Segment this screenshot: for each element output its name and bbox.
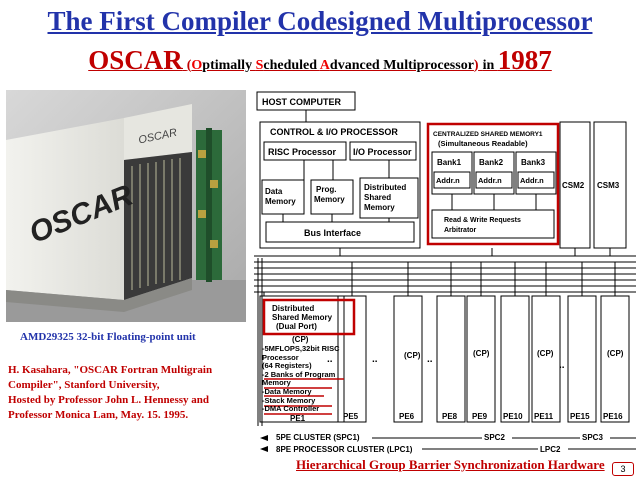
addr-label: Addr.n bbox=[478, 176, 502, 185]
addr-label: Addr.n bbox=[520, 176, 544, 185]
risc-processor-label: RISC Processor bbox=[268, 147, 337, 157]
distributed-shared-memory-label: Memory bbox=[364, 203, 395, 212]
pe-spec-line: -DMA Controller bbox=[262, 404, 319, 413]
pe1-box bbox=[259, 295, 345, 423]
pe5-box bbox=[337, 295, 367, 423]
rw-arbitrator-label: Arbitrator bbox=[444, 227, 477, 234]
prog-memory-label: Prog. bbox=[316, 185, 336, 194]
cp-label: (CP) bbox=[473, 349, 490, 358]
control-io-processor-label: CONTROL & I/O PROCESSOR bbox=[270, 127, 398, 137]
reference-line: Hosted by Professor John L. Hennessy and bbox=[8, 394, 209, 406]
pe1-label: PE1 bbox=[290, 414, 306, 423]
centralized-shared-memory-highlight bbox=[426, 122, 560, 246]
pe8-box bbox=[436, 295, 466, 423]
subtitle-year: 1987 bbox=[497, 45, 552, 75]
pe-spec-line: -2 Banks of Program bbox=[262, 370, 336, 379]
ellipsis-dots: .. bbox=[427, 354, 433, 365]
reference-line: Compiler", Stanford University, bbox=[8, 379, 160, 391]
spc2-label: SPC2 bbox=[484, 433, 505, 442]
pe9-box bbox=[466, 295, 496, 423]
rw-arbitrator-box bbox=[431, 209, 555, 239]
spc1-label: 5PE CLUSTER (SPC1) bbox=[276, 433, 360, 442]
photo-caption: AMD29325 32-bit Floating-point unit bbox=[20, 331, 196, 343]
host-computer-label: HOST COMPUTER bbox=[262, 97, 342, 107]
pe-dsm-label: Shared Memory bbox=[272, 313, 333, 322]
reference-line: H. Kasahara, "OSCAR Fortran Multigrain bbox=[8, 364, 213, 376]
bank1-label: Bank1 bbox=[437, 158, 462, 167]
slide-title: The First Compiler Codesigned Multiproce… bbox=[47, 6, 593, 36]
oscar-architecture-diagram: HOST COMPUTER CONTROL & I/O PROCESSOR RI… bbox=[254, 91, 636, 454]
bank2-label: Bank2 bbox=[479, 158, 504, 167]
distributed-shared-memory-label: Shared bbox=[364, 193, 391, 202]
data-memory-label: Data bbox=[265, 187, 283, 196]
ellipsis-dots: .. bbox=[372, 354, 378, 365]
pe-spec-line: Processor bbox=[262, 353, 299, 362]
prog-memory-label: Memory bbox=[314, 195, 345, 204]
io-processor-box bbox=[349, 141, 417, 161]
pe-label: PE10 bbox=[503, 412, 523, 421]
pe-dsm-label: (Dual Port) bbox=[276, 322, 317, 331]
csm3-label: CSM3 bbox=[597, 181, 620, 190]
addr-box-2 bbox=[475, 171, 513, 189]
pe-label: PE11 bbox=[534, 412, 554, 421]
footer-caption: Hierarchical Group Barrier Synchronizati… bbox=[296, 457, 605, 472]
subtitle-in: in bbox=[482, 58, 498, 73]
pe-label: PE16 bbox=[603, 412, 623, 421]
pe1-cp-label: (CP) bbox=[292, 335, 309, 344]
addr-box-3 bbox=[517, 171, 555, 189]
csm1-title: CENTRALIZED SHARED MEMORY1 bbox=[433, 131, 543, 138]
lpc2-label: LPC2 bbox=[540, 445, 561, 454]
oscar-expansion: (Optimally Scheduled Advanced Multiproce… bbox=[186, 58, 479, 73]
pe-label: PE15 bbox=[570, 412, 590, 421]
data-memory-label: Memory bbox=[265, 197, 296, 206]
bus-interface-label: Bus Interface bbox=[304, 228, 361, 238]
pe-label: PE8 bbox=[442, 412, 458, 421]
bank3-label: Bank3 bbox=[521, 158, 546, 167]
pe-spec-line: -Stack Memory bbox=[262, 396, 316, 405]
pe-label: PE5 bbox=[343, 412, 359, 421]
pe-label: PE6 bbox=[399, 412, 415, 421]
distributed-shared-memory-label: Distributed bbox=[364, 183, 406, 192]
pe10-box bbox=[500, 295, 530, 423]
pe-spec-line: (64 Registers) bbox=[262, 361, 312, 370]
pe15-box bbox=[567, 295, 597, 423]
bus-interface-box bbox=[265, 221, 415, 243]
cp-label: (CP) bbox=[607, 349, 624, 358]
addr-label: Addr.n bbox=[436, 176, 460, 185]
pe-spec-line: Memory bbox=[262, 378, 292, 387]
slide-subtitle: OSCAR (Optimally Scheduled Advanced Mult… bbox=[0, 45, 640, 76]
risc-processor-box bbox=[263, 141, 347, 161]
io-processor-label: I/O Processor bbox=[353, 147, 412, 157]
pe11-box bbox=[531, 295, 561, 423]
pe-dsm-label: Distributed bbox=[272, 304, 314, 313]
pe-spec-line: -Data Memory bbox=[262, 387, 312, 396]
pe16-box bbox=[600, 295, 630, 423]
addr-box-1 bbox=[433, 171, 471, 189]
csm1-subtitle: (Simultaneous Readable) bbox=[438, 139, 528, 148]
cp-label: (CP) bbox=[537, 349, 554, 358]
lpc1-label: 8PE PROCESSOR CLUSTER (LPC1) bbox=[276, 445, 413, 454]
csm2-label: CSM2 bbox=[562, 181, 585, 190]
pe-label: PE9 bbox=[472, 412, 488, 421]
cp-label: (CP) bbox=[404, 351, 421, 360]
ellipsis-dots: .. bbox=[559, 360, 565, 371]
page-number: 3 bbox=[612, 462, 634, 476]
rw-arbitrator-label: Read & Write Requests bbox=[444, 217, 521, 224]
oscar-name: OSCAR bbox=[88, 45, 183, 75]
reference-citation: H. Kasahara, "OSCAR Fortran Multigrain C… bbox=[8, 363, 253, 423]
reference-line: Professor Monica Lam, May. 15. 1995. bbox=[8, 409, 189, 421]
spc3-label: SPC3 bbox=[582, 433, 603, 442]
pe-spec-line: -5MFLOPS,32bit RISC bbox=[262, 344, 340, 353]
oscar-machine-photo: OSCAR OSCAR bbox=[6, 90, 246, 322]
pe-dsm-highlight bbox=[262, 298, 356, 336]
ellipsis-dots: .. bbox=[327, 354, 333, 365]
